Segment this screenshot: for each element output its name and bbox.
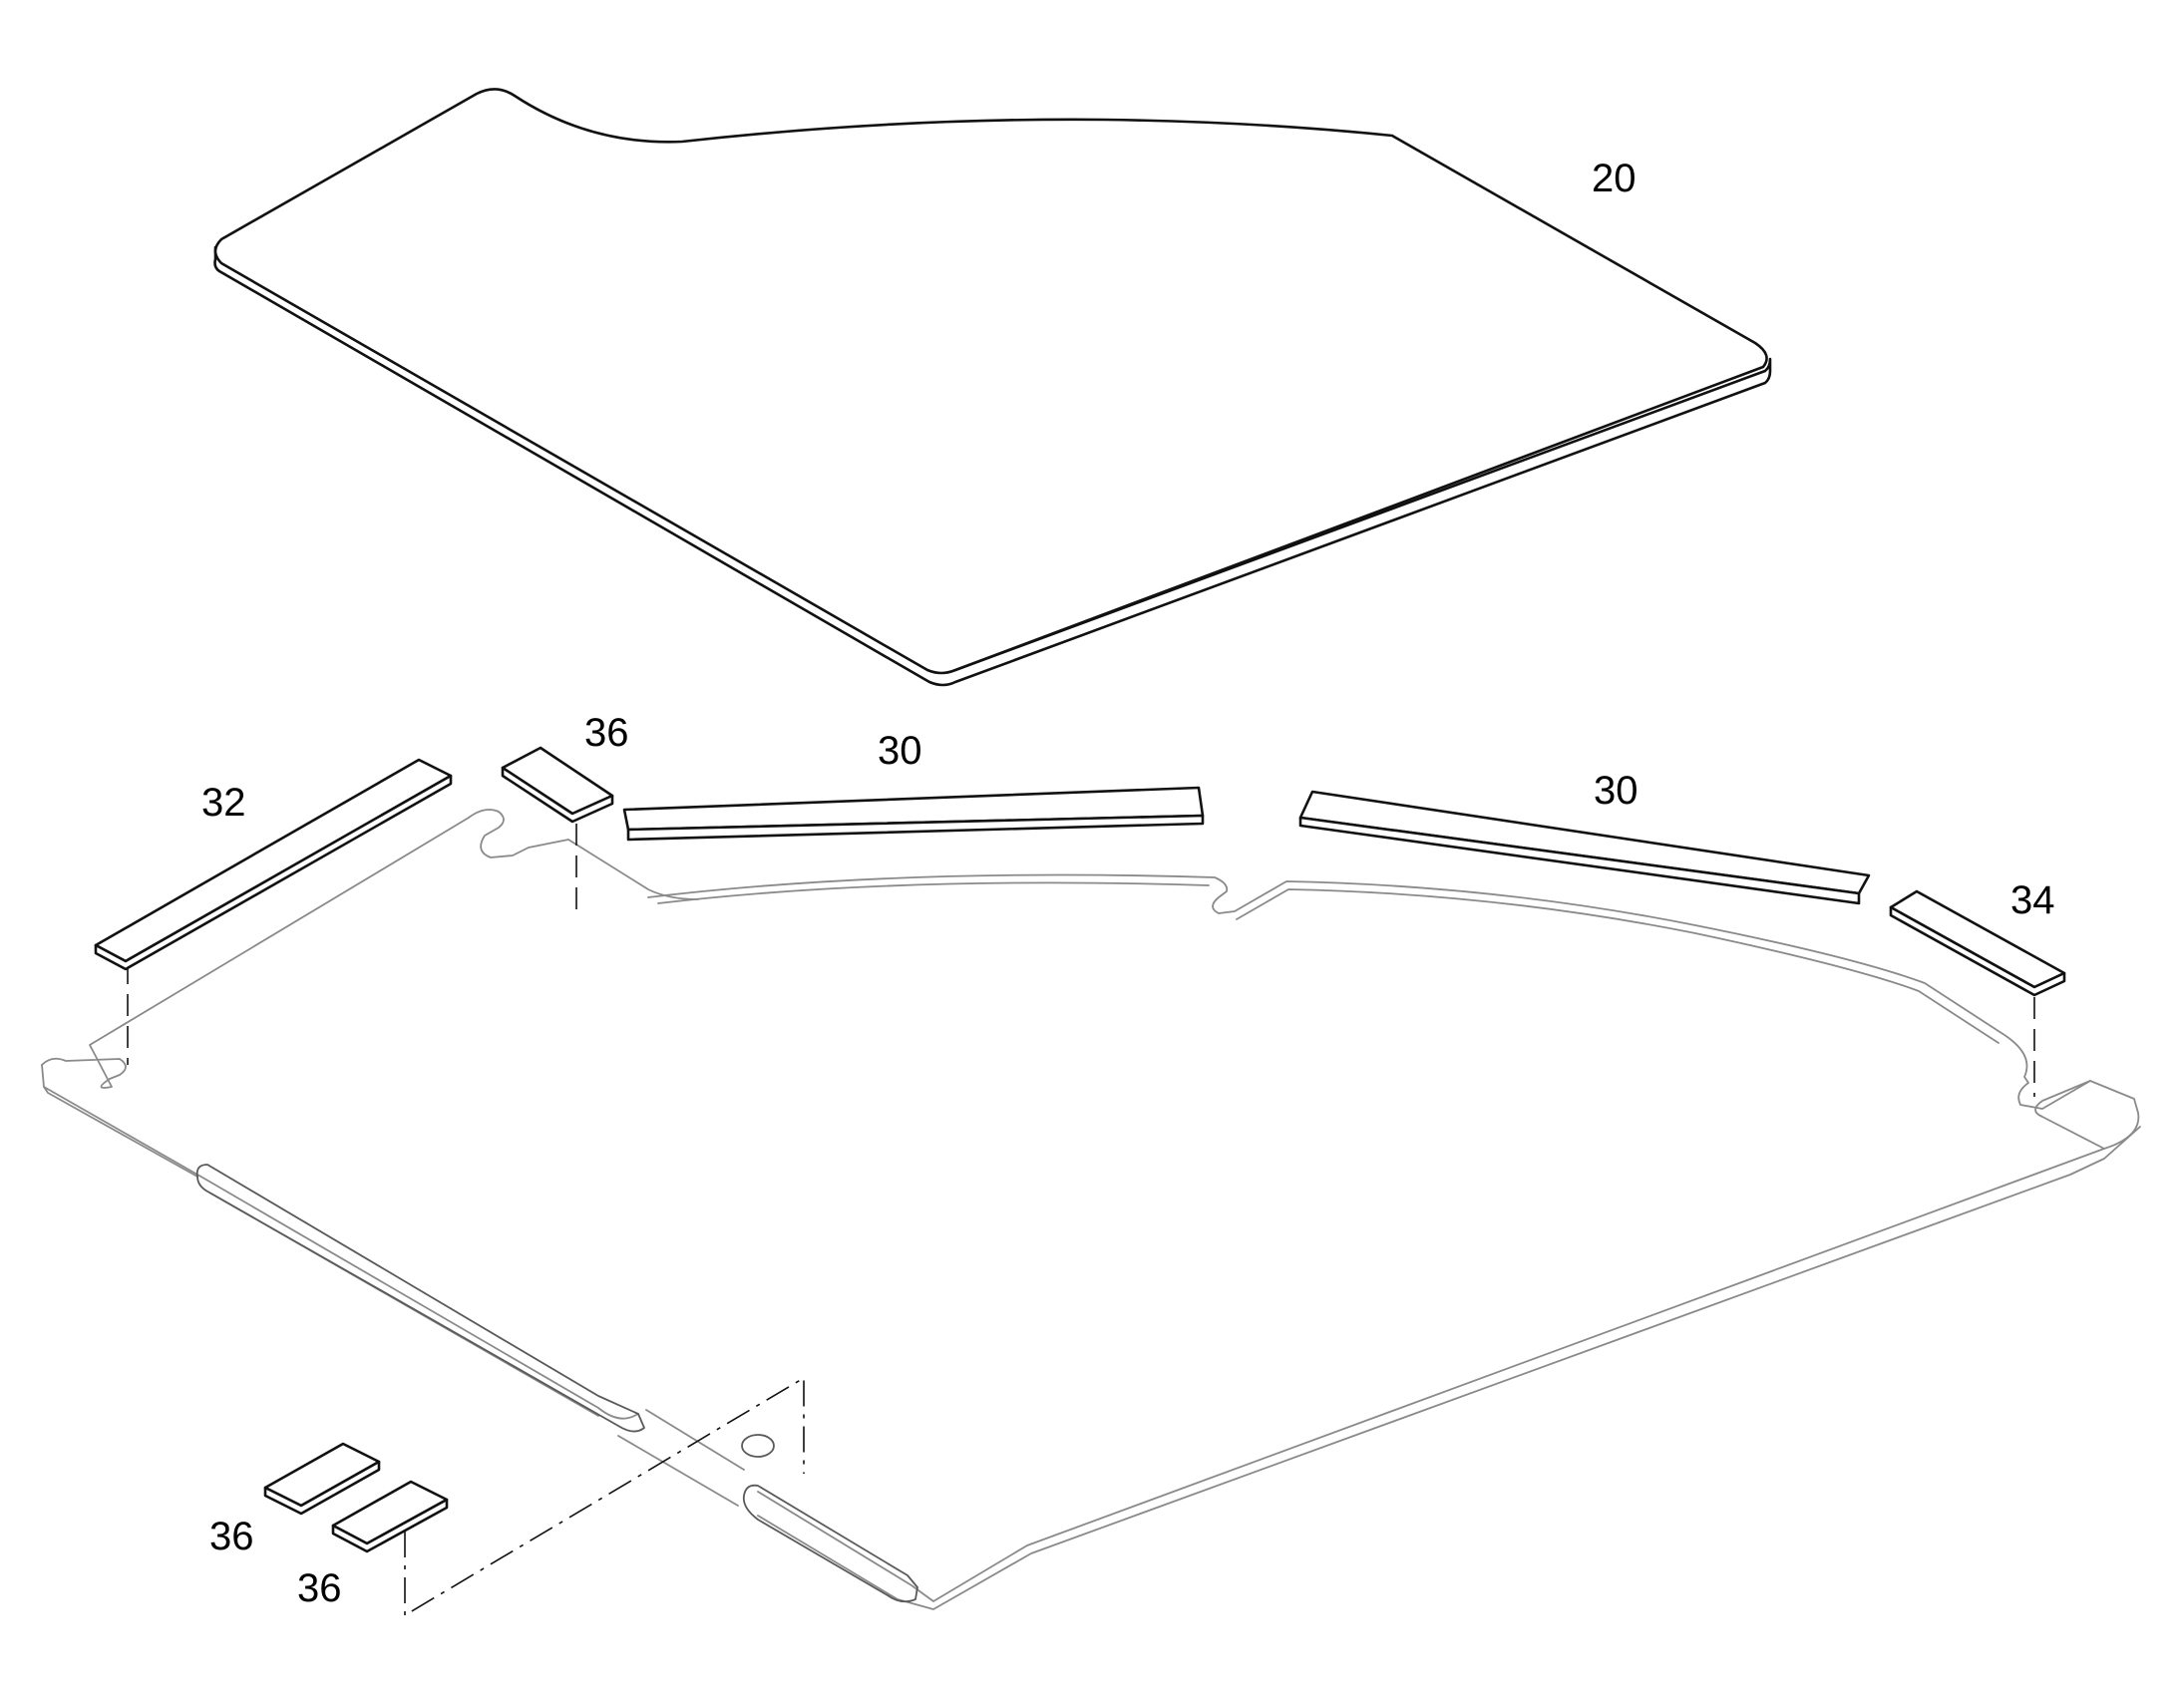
label-30-left: 30 (878, 729, 922, 773)
cover-panel-part (213, 88, 1772, 687)
base-pan-part (41, 809, 2141, 1610)
pad-36-lower-left-part (263, 1442, 381, 1516)
strip-34-part (1889, 889, 2066, 997)
strip-34-edge (1889, 905, 2066, 997)
label-34: 34 (2010, 878, 2055, 922)
pad-36-upper-edge (501, 766, 614, 824)
pad-36-upper-part (501, 746, 614, 824)
assembly-lines (127, 824, 2035, 1617)
strip-30-right-face (1298, 790, 1871, 895)
base-pan-hole (741, 1434, 775, 1458)
label-36-lower-right: 36 (297, 1566, 342, 1610)
strip-32-edge (94, 774, 453, 971)
strip-30-left-part (622, 786, 1205, 842)
strip-30-right-part (1298, 790, 1871, 905)
label-30-right: 30 (1594, 769, 1638, 813)
base-pan-right-notch (2034, 1080, 2105, 1150)
pad-36-lower-left-edge (263, 1460, 381, 1516)
base-pan-front-rib (742, 1484, 918, 1603)
base-pan-back-rim (647, 873, 2091, 1110)
base-pan-left-rib (195, 1164, 645, 1433)
label-36-lower-left: 36 (209, 1515, 254, 1558)
strip-30-right-edge (1298, 816, 1861, 905)
base-pan-back-rim-inner (657, 881, 1999, 1044)
pad-36-lower-right-part (331, 1480, 449, 1553)
pad-36-lower-right-edge (331, 1498, 449, 1553)
base-pan-left-flange (41, 809, 699, 1089)
label-32: 32 (201, 781, 246, 825)
label-20: 20 (1592, 157, 1636, 200)
cover-panel-face (213, 88, 1768, 675)
label-36-upper: 36 (584, 711, 629, 755)
strip-32-part (94, 758, 453, 971)
strip-30-left-edge (626, 814, 1205, 842)
